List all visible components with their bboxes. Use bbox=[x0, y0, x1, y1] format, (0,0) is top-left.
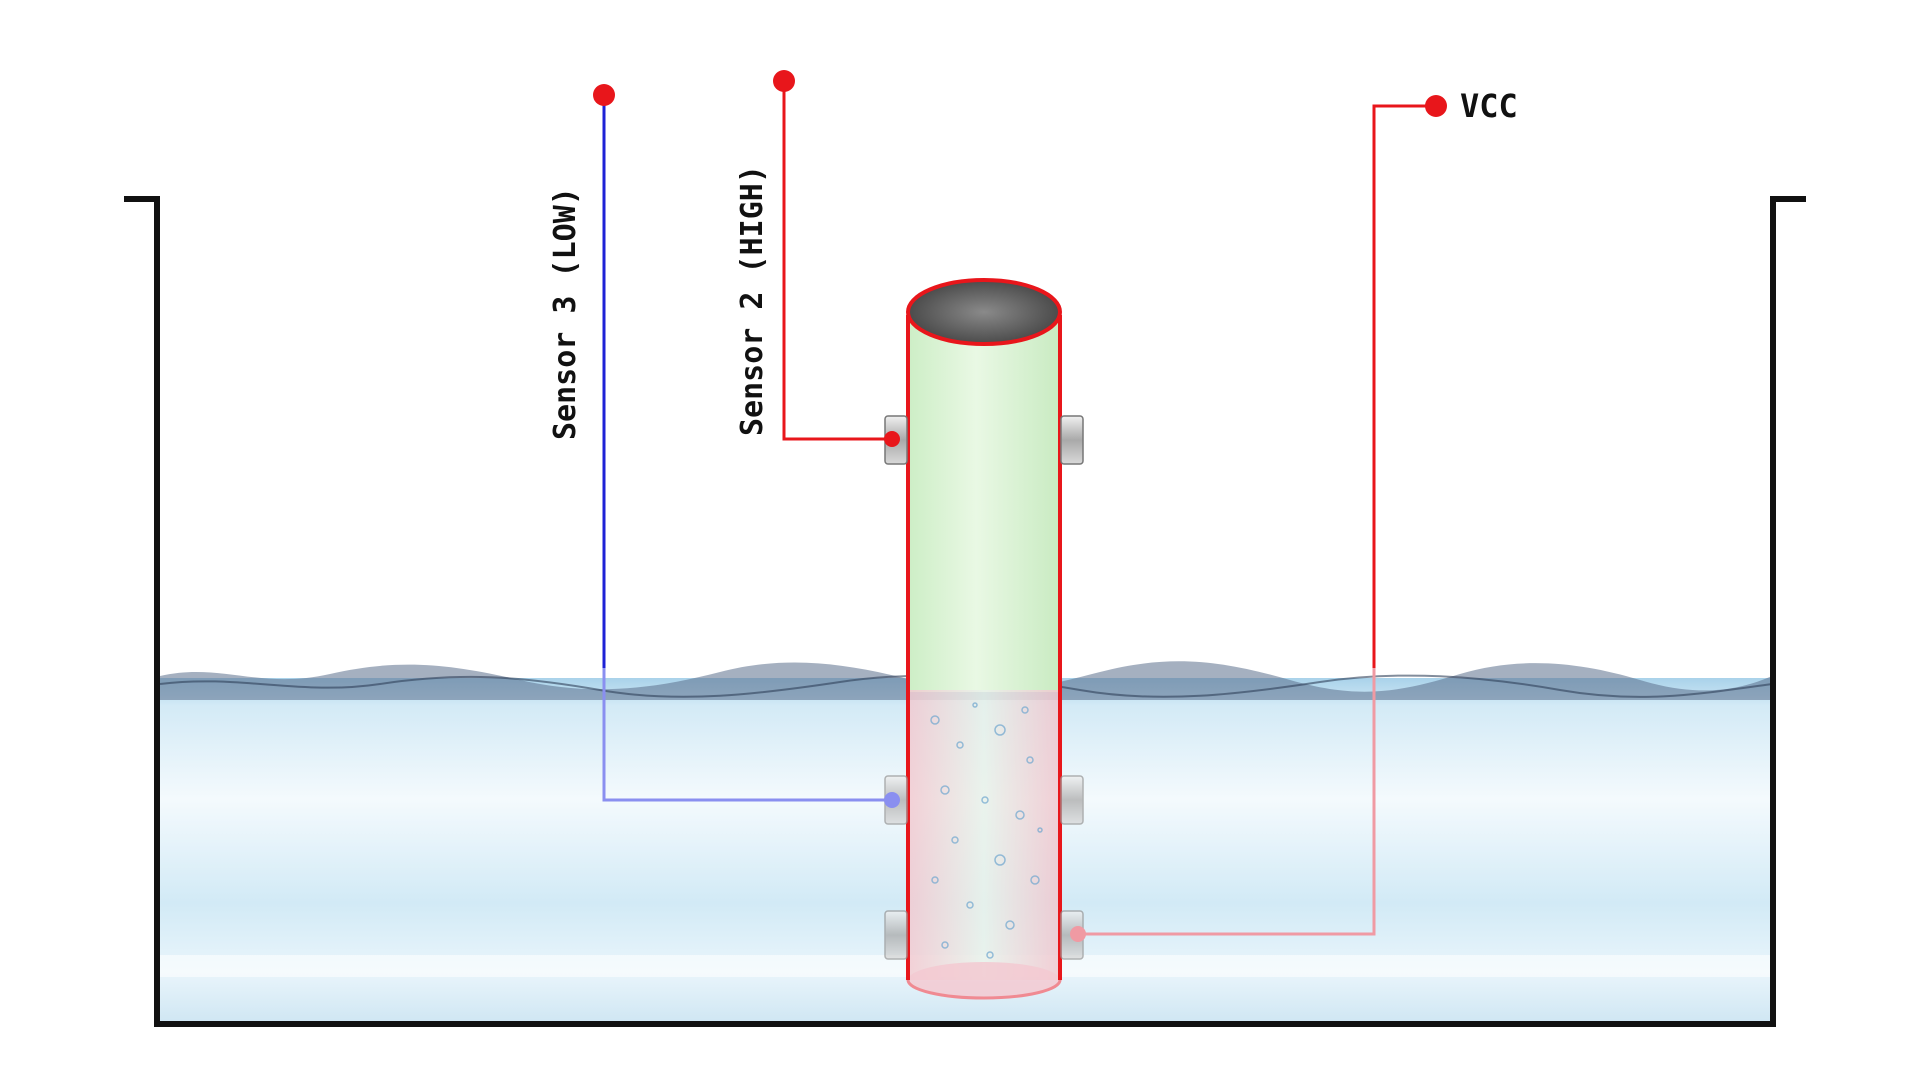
node-sensor-high bbox=[884, 431, 900, 447]
bubbles bbox=[930, 702, 1043, 959]
sensor-tube bbox=[906, 278, 1062, 1000]
wire-sensor-high bbox=[773, 70, 900, 447]
label-sensor-low: Sensor 3 (LOW) bbox=[548, 187, 583, 440]
wire-sensor-low bbox=[593, 84, 900, 808]
bolt-right-high bbox=[1060, 415, 1084, 465]
tube-top-cap bbox=[906, 278, 1062, 346]
label-sensor-high: Sensor 2 (HIGH) bbox=[735, 165, 770, 436]
water-surface-wave bbox=[160, 661, 1772, 700]
node-sensor-low bbox=[884, 792, 900, 808]
terminal-vcc bbox=[1425, 95, 1447, 117]
terminal-sensor-high bbox=[773, 70, 795, 92]
terminal-sensor-low bbox=[593, 84, 615, 106]
label-vcc: VCC bbox=[1460, 87, 1518, 125]
bolt-right-low bbox=[1060, 775, 1084, 825]
bolt-left-bottom bbox=[884, 910, 908, 960]
wire-vcc bbox=[1070, 95, 1447, 942]
node-vcc bbox=[1070, 926, 1086, 942]
tank-outline bbox=[124, 196, 1806, 1027]
